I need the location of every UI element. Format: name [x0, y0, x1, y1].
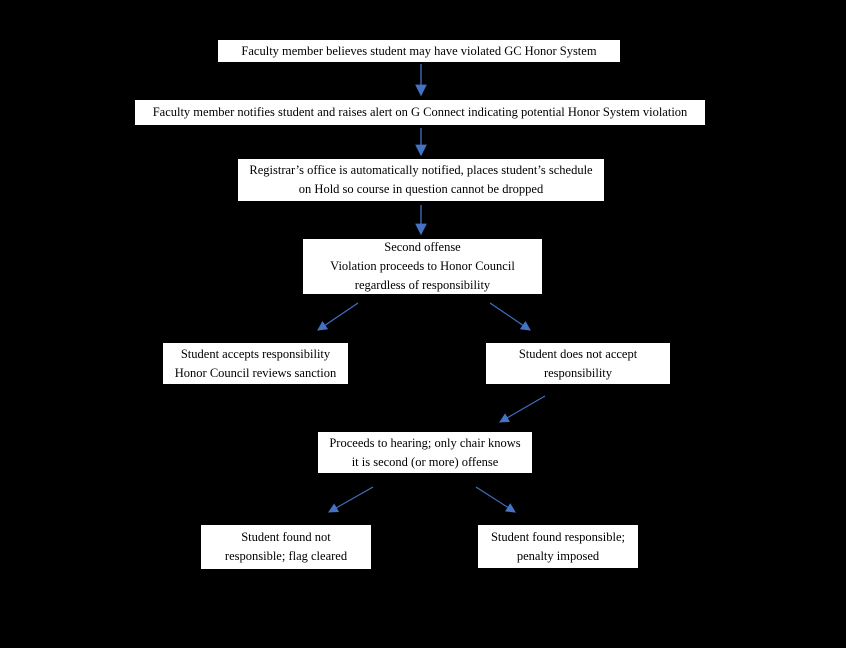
node-text: Violation proceeds to Honor Council: [330, 259, 515, 273]
node-text: Student does not accept: [518, 346, 638, 361]
node-text: Student found responsible;: [490, 529, 625, 544]
flow-node-registrar-notified: Registrar’s office is automatically noti…: [237, 158, 605, 202]
flow-node-proceeds-to-hearing: Proceeds to hearing; only chair knows it…: [317, 431, 533, 474]
arrow-hearing-to-not-responsible: [328, 486, 374, 513]
node-text: penalty imposed: [516, 548, 600, 563]
arrow-hearing-to-responsible: [475, 486, 516, 513]
node-text: on Hold so course in question cannot be …: [298, 182, 544, 196]
flow-node-student-accepts: Student accepts responsibility Honor Cou…: [162, 342, 349, 385]
node-text: Faculty member notifies student and rais…: [152, 105, 688, 119]
arrow-second-offense-to-not-accept: [489, 302, 531, 331]
node-text: Second offense: [384, 240, 461, 254]
node-text: Registrar’s office is automatically noti…: [249, 163, 593, 177]
flow-node-second-offense: Second offense Violation proceeds to Hon…: [302, 238, 543, 295]
node-text: Student accepts responsibility: [180, 346, 331, 361]
node-text: it is second (or more) offense: [351, 454, 499, 469]
arrow-not-accept-to-hearing: [499, 395, 546, 423]
flow-node-found-responsible: Student found responsible; penalty impos…: [477, 524, 639, 569]
flow-node-found-not-responsible: Student found not responsible; flag clea…: [200, 524, 372, 570]
flow-node-student-does-not-accept: Student does not accept responsibility: [485, 342, 671, 385]
node-text: regardless of responsibility: [354, 278, 491, 292]
flow-node-faculty-believes: Faculty member believes student may have…: [217, 39, 621, 63]
arrow-second-offense-to-accepts: [317, 302, 359, 331]
node-text: Student found not: [241, 530, 331, 544]
node-text: Faculty member believes student may have…: [241, 43, 597, 58]
node-text: responsibility: [543, 365, 613, 380]
flow-node-faculty-notifies: Faculty member notifies student and rais…: [134, 99, 706, 126]
node-text: Honor Council reviews sanction: [174, 365, 337, 380]
node-text: responsible; flag cleared: [224, 549, 348, 563]
node-text: Proceeds to hearing; only chair knows: [329, 435, 521, 450]
